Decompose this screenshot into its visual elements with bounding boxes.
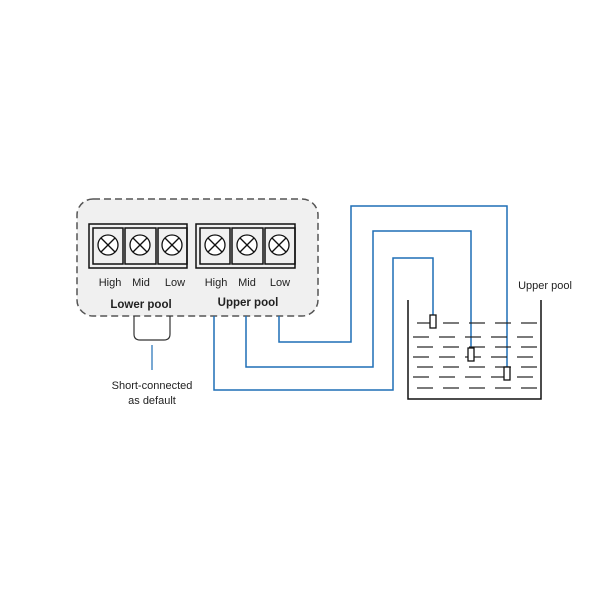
terminal-screw-icon [268, 234, 290, 256]
wire-high [213, 257, 434, 391]
terminal-label-lower-high: High [99, 277, 122, 289]
upper-pool-tank [407, 300, 542, 400]
probe-high [429, 314, 437, 329]
terminal-screw-icon [129, 234, 151, 256]
probe-low [503, 366, 511, 381]
terminal-screw-icon [204, 234, 226, 256]
terminal-label-lower-mid: Mid [132, 277, 150, 289]
lower-pool-title: Lower pool [110, 299, 171, 311]
wire-mid [245, 230, 472, 368]
terminal-label-upper-mid: Mid [238, 277, 256, 289]
note-line-2: as default [128, 395, 176, 407]
upper-pool-title: Upper pool [218, 297, 279, 309]
terminal-screw-icon [97, 234, 119, 256]
terminal-label-upper-low: Low [270, 277, 290, 289]
probe-mid [467, 347, 475, 362]
wire-low [278, 205, 508, 368]
note-line-1: Short-connected [112, 380, 193, 392]
terminal-screw-icon [161, 234, 183, 256]
terminal-label-lower-low: Low [165, 277, 185, 289]
tank-label: Upper pool [518, 280, 572, 292]
terminal-screw-icon [236, 234, 258, 256]
short-connect-jumper [133, 316, 171, 341]
water-lines [413, 322, 537, 389]
terminal-label-upper-high: High [205, 277, 228, 289]
